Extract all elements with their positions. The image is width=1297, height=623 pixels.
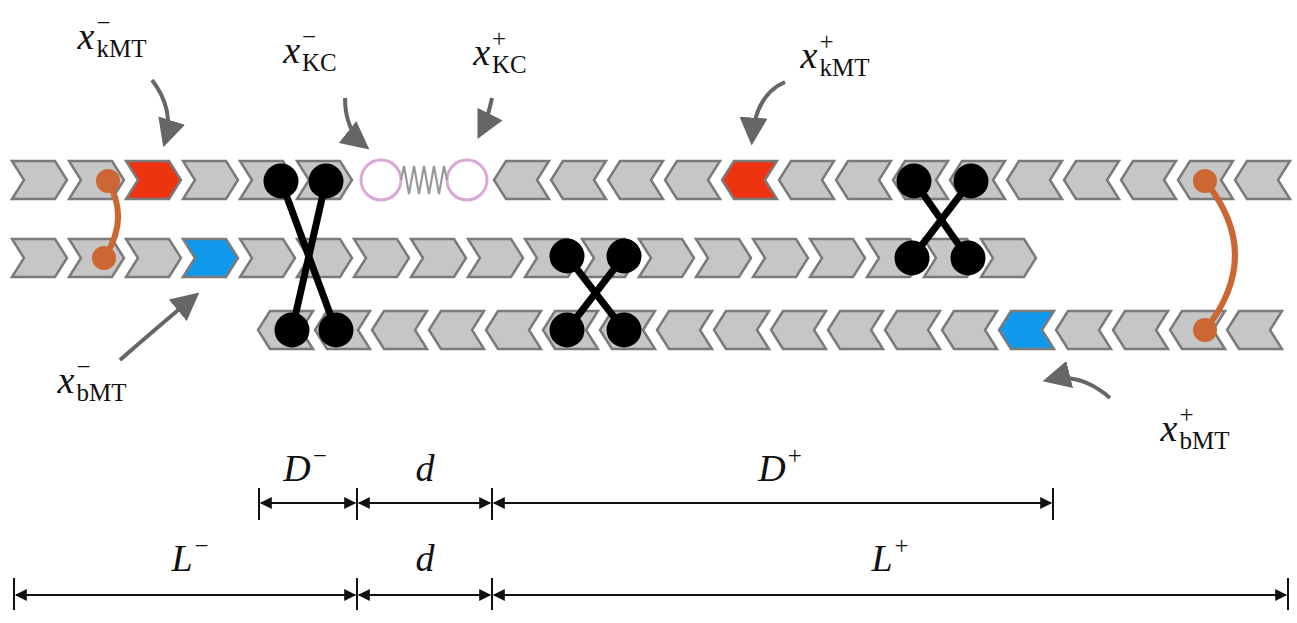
crosslinker [267,167,985,344]
length-symbol: D+ [758,449,802,487]
tubulin-subunit [411,239,466,277]
tubulin-subunit [665,161,720,199]
tubulin-subunit [810,239,865,277]
tubulin-subunit [543,311,598,349]
tubulin-subunit [12,161,67,199]
tubulin-subunit [942,311,997,349]
tubulin-subunit [1064,161,1119,199]
tubulin-subunit [1121,161,1176,199]
position-symbol: x−bMT [58,354,127,407]
tubulin-subunit [1113,311,1168,349]
tubulin-subunit [696,239,751,277]
tubulin-subunit [600,311,655,349]
tubulin-subunit [468,239,523,277]
tubulin-subunit [657,311,712,349]
tubulin-subunit [183,239,238,277]
tubulin-subunit [1227,311,1282,349]
kinetochore-spring [361,160,487,200]
motor-link [92,169,1235,342]
length-symbol: d [416,449,435,487]
tubulin-subunit [258,311,313,349]
length-symbol: L− [171,539,208,577]
tubulin-subunit [1056,311,1111,349]
tubulin-subunit [69,239,124,277]
tubulin-subunit [240,161,295,199]
tubulin-subunit [828,311,883,349]
tubulin-subunit [1235,161,1290,199]
tubulin-subunit [1007,161,1062,199]
tubulin-subunit [486,311,541,349]
tubulin-subunit [885,311,940,349]
tubulin-subunit [126,161,181,199]
dimension-line [14,488,1288,610]
tubulin-subunit [753,239,808,277]
position-symbol: x+kMT [801,29,870,82]
tubulin-subunit [893,161,948,199]
tubulin-subunit [372,311,427,349]
tubulin-subunit [551,161,606,199]
leader-arrow [120,80,1110,398]
tubulin-subunit [981,239,1036,277]
tubulin-subunit [639,239,694,277]
tubulin-subunit [494,161,549,199]
tubulin-subunit [714,311,769,349]
tubulin-subunit [999,311,1054,349]
tubulin-subunit [12,239,67,277]
tubulin-subunit [297,161,352,199]
length-symbol: L+ [871,539,908,577]
microtubule-rows [12,161,1290,349]
tubulin-subunit [722,161,777,199]
tubulin-subunit [183,161,238,199]
tubulin-subunit [1178,161,1233,199]
position-symbol: x+KC [473,26,527,79]
tubulin-subunit [240,239,295,277]
tubulin-subunit [315,311,370,349]
tubulin-subunit [779,161,834,199]
tubulin-subunit [126,239,181,277]
position-symbol: x+bMT [1161,402,1230,455]
tubulin-subunit [354,239,409,277]
tubulin-subunit [525,239,580,277]
position-symbol: x−KC [283,24,337,77]
length-symbol: D− [283,449,327,487]
tubulin-subunit [429,311,484,349]
length-symbol: d [416,539,435,577]
tubulin-subunit [608,161,663,199]
tubulin-subunit [836,161,891,199]
tubulin-subunit [771,311,826,349]
position-symbol: x−kMT [78,10,147,63]
